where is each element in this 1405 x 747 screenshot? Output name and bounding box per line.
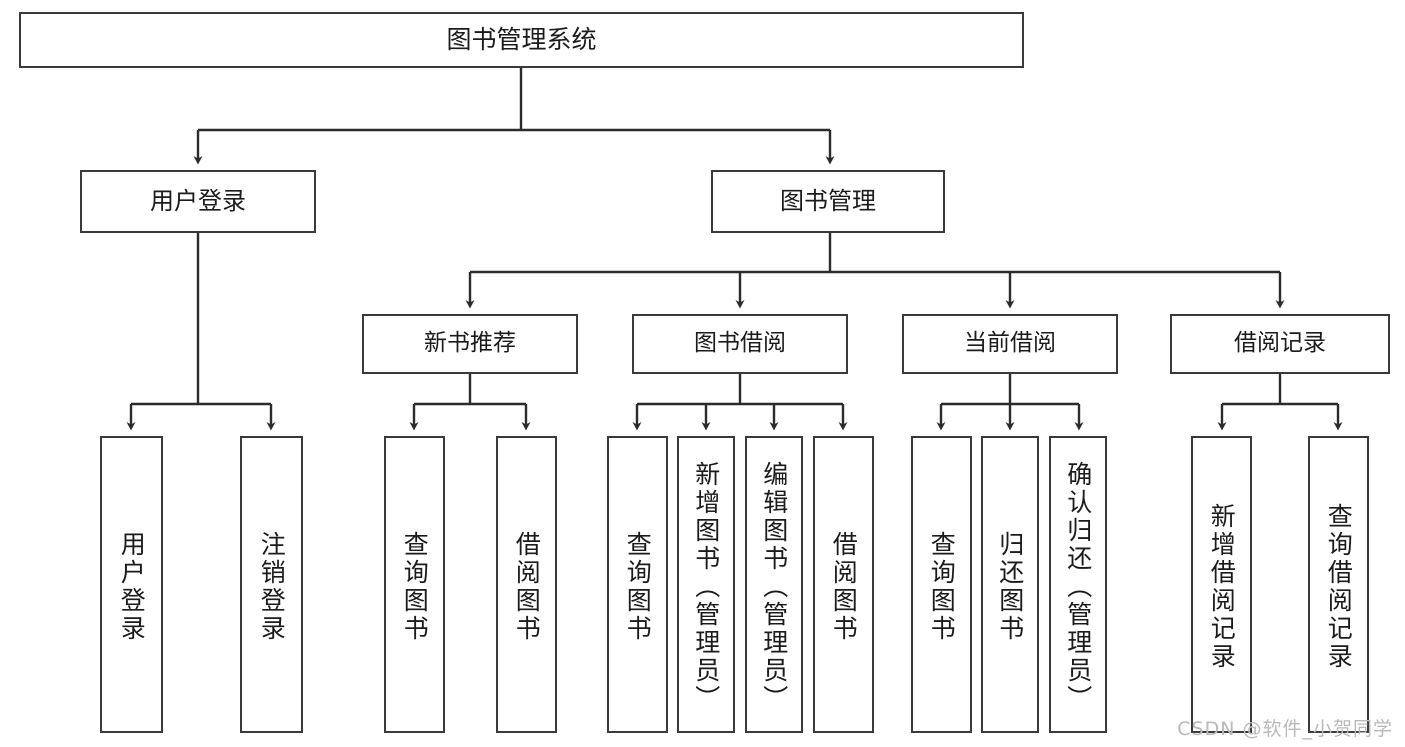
leaf-current-confirm-return-admin[interactable]: 确认归还（管理员） [1049, 436, 1107, 733]
leaf-label: 查询借阅记录 [1324, 502, 1354, 671]
leaf-label: 借阅图书 [512, 530, 542, 643]
leaf-label: 查询图书 [623, 530, 653, 643]
node-borrow-record[interactable]: 借阅记录 [1170, 314, 1390, 374]
leaf-borrow-borrow-book[interactable]: 借阅图书 [813, 436, 874, 733]
leaf-borrow-query-book[interactable]: 查询图书 [607, 436, 668, 733]
leaf-new-book-query[interactable]: 查询图书 [384, 436, 445, 733]
leaf-borrow-edit-book-admin[interactable]: 编辑图书（管理员） [745, 436, 803, 733]
leaf-label: 新增借阅记录 [1207, 502, 1237, 671]
csdn-watermark: CSDN @软件_小贺同学 [1177, 718, 1393, 740]
leaf-label: 新增图书（管理员） [691, 460, 721, 713]
leaf-label: 确认归还（管理员） [1063, 460, 1093, 713]
leaf-user-login-logout[interactable]: 注销登录 [240, 436, 303, 733]
leaf-record-query-record[interactable]: 查询借阅记录 [1308, 436, 1369, 733]
leaf-label: 归还图书 [995, 530, 1025, 643]
leaf-record-add-record[interactable]: 新增借阅记录 [1191, 436, 1252, 733]
leaf-current-query-book[interactable]: 查询图书 [911, 436, 972, 733]
node-book-borrow[interactable]: 图书借阅 [632, 314, 848, 374]
leaf-label: 注销登录 [257, 530, 287, 643]
node-current-borrow[interactable]: 当前借阅 [902, 314, 1118, 374]
leaf-borrow-add-book-admin[interactable]: 新增图书（管理员） [677, 436, 735, 733]
leaf-label: 编辑图书（管理员） [759, 460, 789, 713]
node-book-management[interactable]: 图书管理 [711, 170, 945, 233]
node-root-system[interactable]: 图书管理系统 [19, 12, 1024, 68]
leaf-label: 借阅图书 [829, 530, 859, 643]
leaf-label: 用户登录 [117, 530, 147, 643]
leaf-new-book-borrow[interactable]: 借阅图书 [496, 436, 557, 733]
node-user-login[interactable]: 用户登录 [80, 170, 316, 233]
node-new-book-recommend[interactable]: 新书推荐 [362, 314, 578, 374]
leaf-current-return-book[interactable]: 归还图书 [981, 436, 1039, 733]
leaf-label: 查询图书 [400, 530, 430, 643]
leaf-user-login-login[interactable]: 用户登录 [100, 436, 163, 733]
leaf-label: 查询图书 [927, 530, 957, 643]
